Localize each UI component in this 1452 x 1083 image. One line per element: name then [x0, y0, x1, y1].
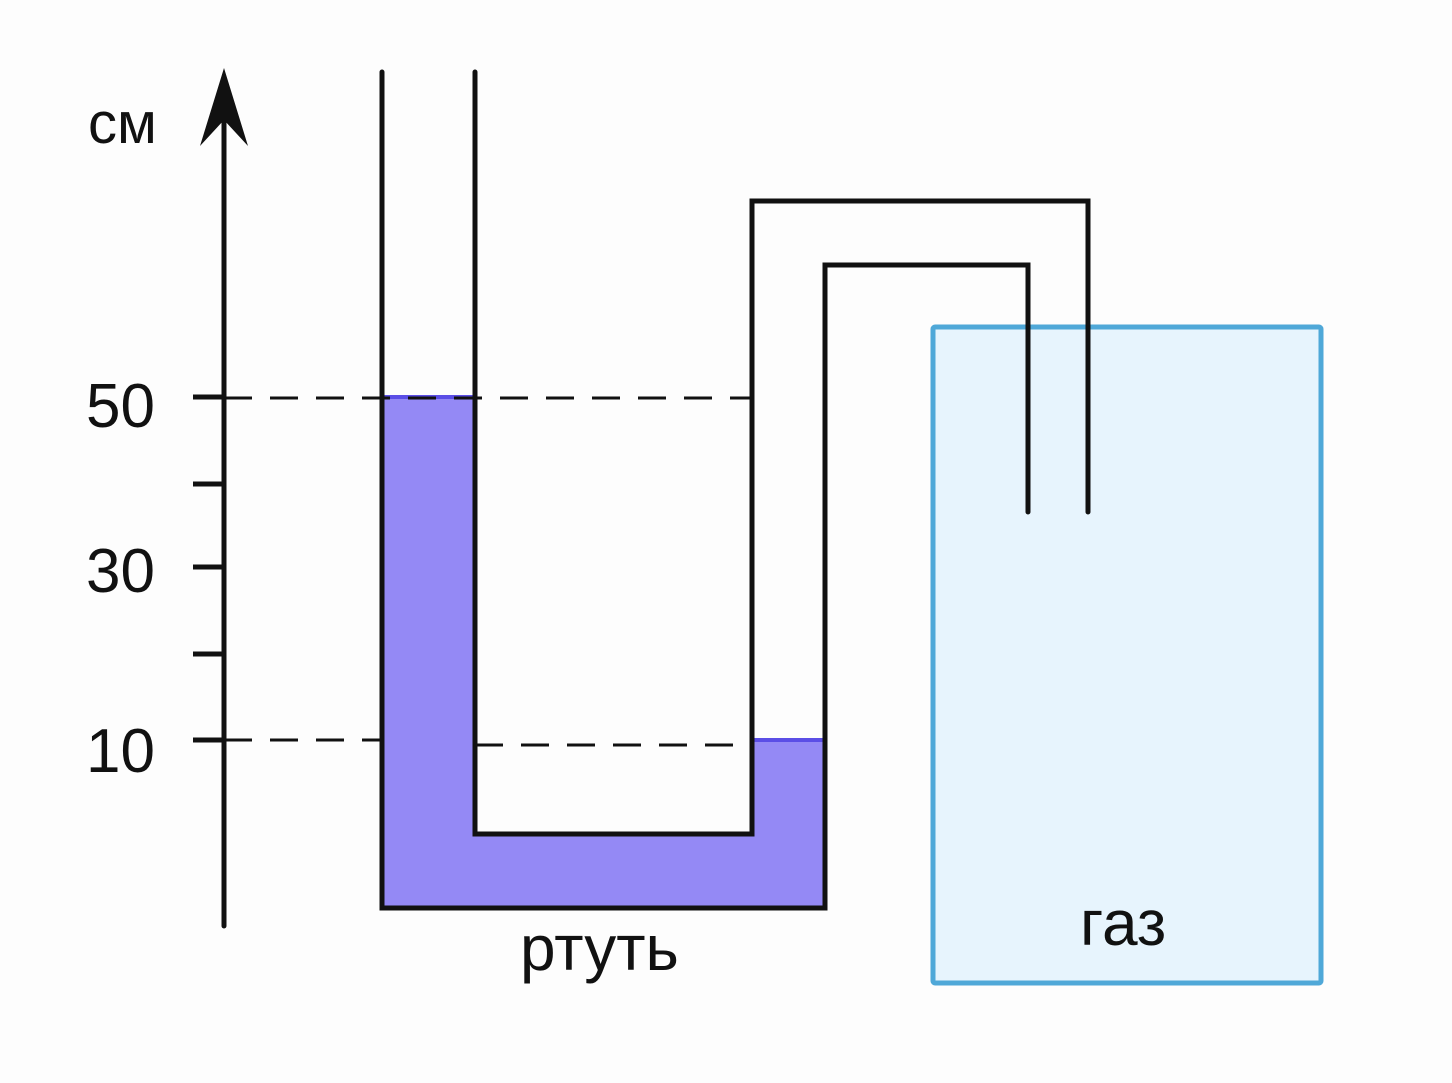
- u-tube-inner-wall: [472, 69, 1091, 837]
- gas-label: газ: [1080, 887, 1166, 959]
- mercury-label: ртуть: [520, 912, 679, 984]
- tick-label-50: 50: [86, 372, 155, 441]
- axis-unit-label: см: [88, 91, 157, 156]
- tick-label-30: 30: [86, 537, 155, 606]
- mercury-column: [382, 397, 825, 908]
- tick-label-10: 10: [86, 717, 155, 786]
- axis-arrow-icon: [200, 68, 248, 146]
- u-tube-outer-wall: [379, 69, 1031, 911]
- gas-vessel: [930, 324, 1324, 986]
